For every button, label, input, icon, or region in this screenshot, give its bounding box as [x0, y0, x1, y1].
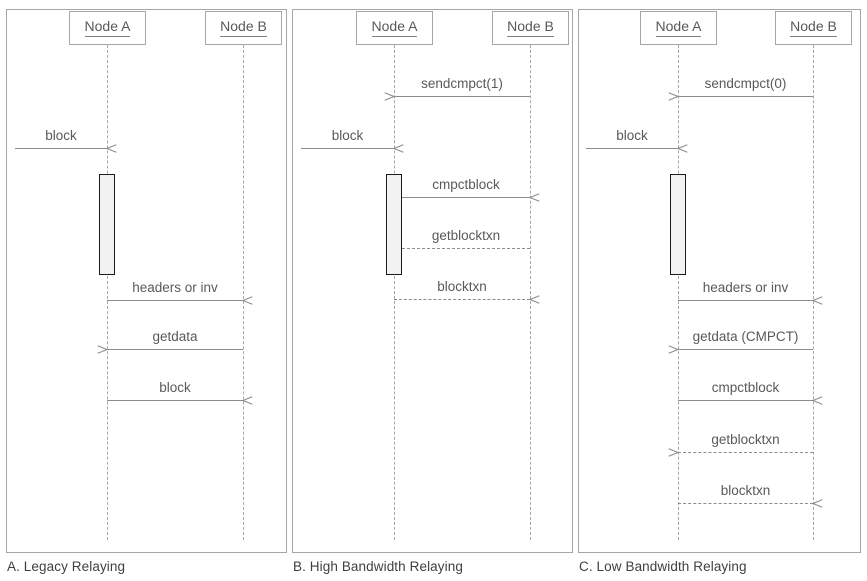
message-label: block [616, 128, 648, 144]
message-label: getdata [152, 329, 198, 345]
message-label: sendcmpct(1) [421, 76, 503, 92]
message-label: getblocktxn [711, 432, 780, 448]
node-box-node-b-panel-c[interactable]: Node B [775, 11, 852, 45]
lifeline-node-a-panel-a [107, 45, 108, 540]
message-line [678, 452, 813, 453]
lifeline-node-b-panel-a [243, 45, 244, 540]
node-label: Node A [371, 18, 418, 37]
lifeline-node-b-panel-b [530, 45, 531, 540]
node-box-node-b-panel-a[interactable]: Node B [205, 11, 282, 45]
panel-caption-a: A. Legacy Relaying [7, 559, 126, 574]
node-box-node-b-panel-b[interactable]: Node B [492, 11, 569, 45]
panel-caption-c: C. Low Bandwidth Relaying [579, 559, 747, 574]
message-line [107, 300, 243, 301]
lifeline-node-b-panel-c [813, 45, 814, 540]
message-line [678, 96, 813, 97]
message-label: blocktxn [720, 483, 771, 499]
panel-caption-b: B. High Bandwidth Relaying [293, 559, 463, 574]
node-label: Node B [220, 18, 267, 37]
message-label: cmpctblock [432, 177, 500, 193]
message-label: block [45, 128, 77, 144]
message-line [394, 96, 530, 97]
message-line [586, 148, 678, 149]
node-box-node-a-panel-c[interactable]: Node A [640, 11, 717, 45]
node-label: Node B [790, 18, 837, 37]
node-label: Node B [507, 18, 554, 37]
activation-bar-node-a-panel-a [99, 174, 115, 275]
message-line [402, 197, 530, 198]
message-label: cmpctblock [711, 380, 780, 396]
message-line [107, 400, 243, 401]
message-label: block [331, 128, 364, 144]
node-label: Node A [655, 18, 702, 37]
lifeline-node-a-panel-c [678, 45, 679, 540]
message-label: headers or inv [132, 280, 218, 296]
lifeline-node-a-panel-b [394, 45, 395, 540]
message-label: block [159, 380, 191, 396]
message-line [678, 503, 813, 504]
message-label: getdata (CMPCT) [692, 329, 799, 345]
message-line [678, 349, 813, 350]
message-line [394, 299, 530, 300]
message-label: getblocktxn [431, 228, 501, 244]
message-label: sendcmpct(0) [704, 76, 787, 92]
panel-legacy-relaying [6, 9, 287, 553]
node-box-node-a-panel-a[interactable]: Node A [69, 11, 146, 45]
message-line [15, 148, 107, 149]
message-label: blocktxn [437, 279, 487, 295]
message-line [107, 349, 243, 350]
panel-high-bandwidth-relaying [292, 9, 573, 553]
message-label: headers or inv [702, 280, 789, 296]
node-box-node-a-panel-b[interactable]: Node A [356, 11, 433, 45]
message-line [402, 248, 530, 249]
activation-bar-node-a-panel-b [386, 174, 402, 275]
message-line [678, 300, 813, 301]
node-label: Node A [84, 18, 131, 37]
message-line [301, 148, 394, 149]
activation-bar-node-a-panel-c [670, 174, 686, 275]
message-line [678, 400, 813, 401]
